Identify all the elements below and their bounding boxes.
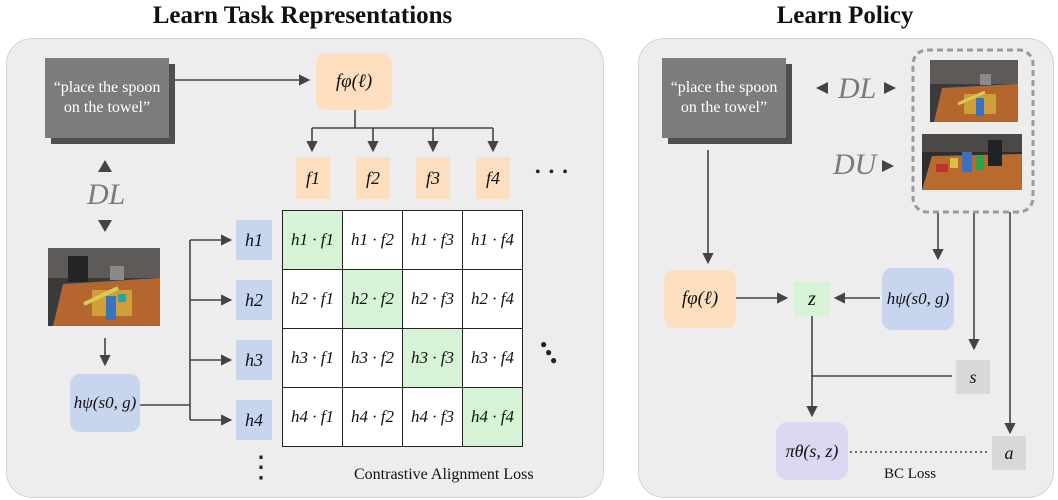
h4-box: h4 <box>236 400 272 440</box>
matrix-cell: h1 · f4 <box>462 210 523 270</box>
left-title: Learn Task Representations <box>152 2 453 29</box>
dataset-labeled-label-right: DL <box>838 72 877 105</box>
h2-box: h2 <box>236 280 272 320</box>
h1-box: h1 <box>236 220 272 260</box>
right-title: Learn Policy <box>776 2 914 29</box>
goal-encoder-box-right: hψ(s0, g) <box>882 268 954 330</box>
f2-box: f2 <box>356 157 390 199</box>
language-encoder-box: fφ(ℓ) <box>316 53 392 110</box>
instruction-box-right: “place the spoon on the towel” <box>662 58 786 138</box>
scene-image-right-labeled <box>930 60 1018 122</box>
latent-z-box: z <box>794 282 830 316</box>
matrix-cell: h3 · f2 <box>342 328 403 388</box>
instruction-box: “place the spoon on the towel” <box>45 58 169 138</box>
matrix-cell: h3 · f1 <box>282 328 343 388</box>
h3-box: h3 <box>236 340 272 380</box>
goal-encoder-box: hψ(s0, g) <box>70 374 140 432</box>
matrix-cell: h2 · f1 <box>282 269 343 329</box>
matrix-cell: h3 · f4 <box>462 328 523 388</box>
matrix-cell: h1 · f2 <box>342 210 403 270</box>
matrix-cell: h4 · f2 <box>342 387 403 447</box>
scene-image-right-unlabeled <box>922 134 1022 190</box>
matrix-cell: h4 · f1 <box>282 387 343 447</box>
contrastive-loss-caption: Contrastive Alignment Loss <box>354 466 534 483</box>
f1-box: f1 <box>296 157 330 199</box>
similarity-matrix: h1 · f1 h1 · f2 h1 · f3 h1 · f4 h2 · f1 … <box>282 210 523 447</box>
matrix-cell: h1 · f1 <box>282 210 343 270</box>
matrix-cell: h2 · f4 <box>462 269 523 329</box>
dataset-unlabeled-label: DU <box>833 148 877 181</box>
f4-box: f4 <box>476 157 510 199</box>
matrix-cell: h2 · f3 <box>402 269 463 329</box>
matrix-cell: h3 · f3 <box>402 328 463 388</box>
state-s-box: s <box>956 360 990 394</box>
bc-loss-caption: BC Loss <box>884 466 937 482</box>
matrix-cell: h4 · f3 <box>402 387 463 447</box>
policy-box: πθ(s, z) <box>776 422 848 480</box>
language-encoder-box-right: fφ(ℓ) <box>664 270 736 328</box>
scene-image-left <box>48 248 160 326</box>
dataset-labeled-label-left: DL <box>87 178 126 211</box>
f3-box: f3 <box>416 157 450 199</box>
horizontal-ellipsis: • • • <box>535 164 570 181</box>
matrix-cell: h4 · f4 <box>462 387 523 447</box>
matrix-cell: h1 · f3 <box>402 210 463 270</box>
diagonal-ellipsis: ● ● ● <box>540 337 560 367</box>
matrix-cell: h2 · f2 <box>342 269 403 329</box>
action-a-box: a <box>992 436 1026 470</box>
vertical-ellipsis: ⋮ <box>246 451 276 484</box>
